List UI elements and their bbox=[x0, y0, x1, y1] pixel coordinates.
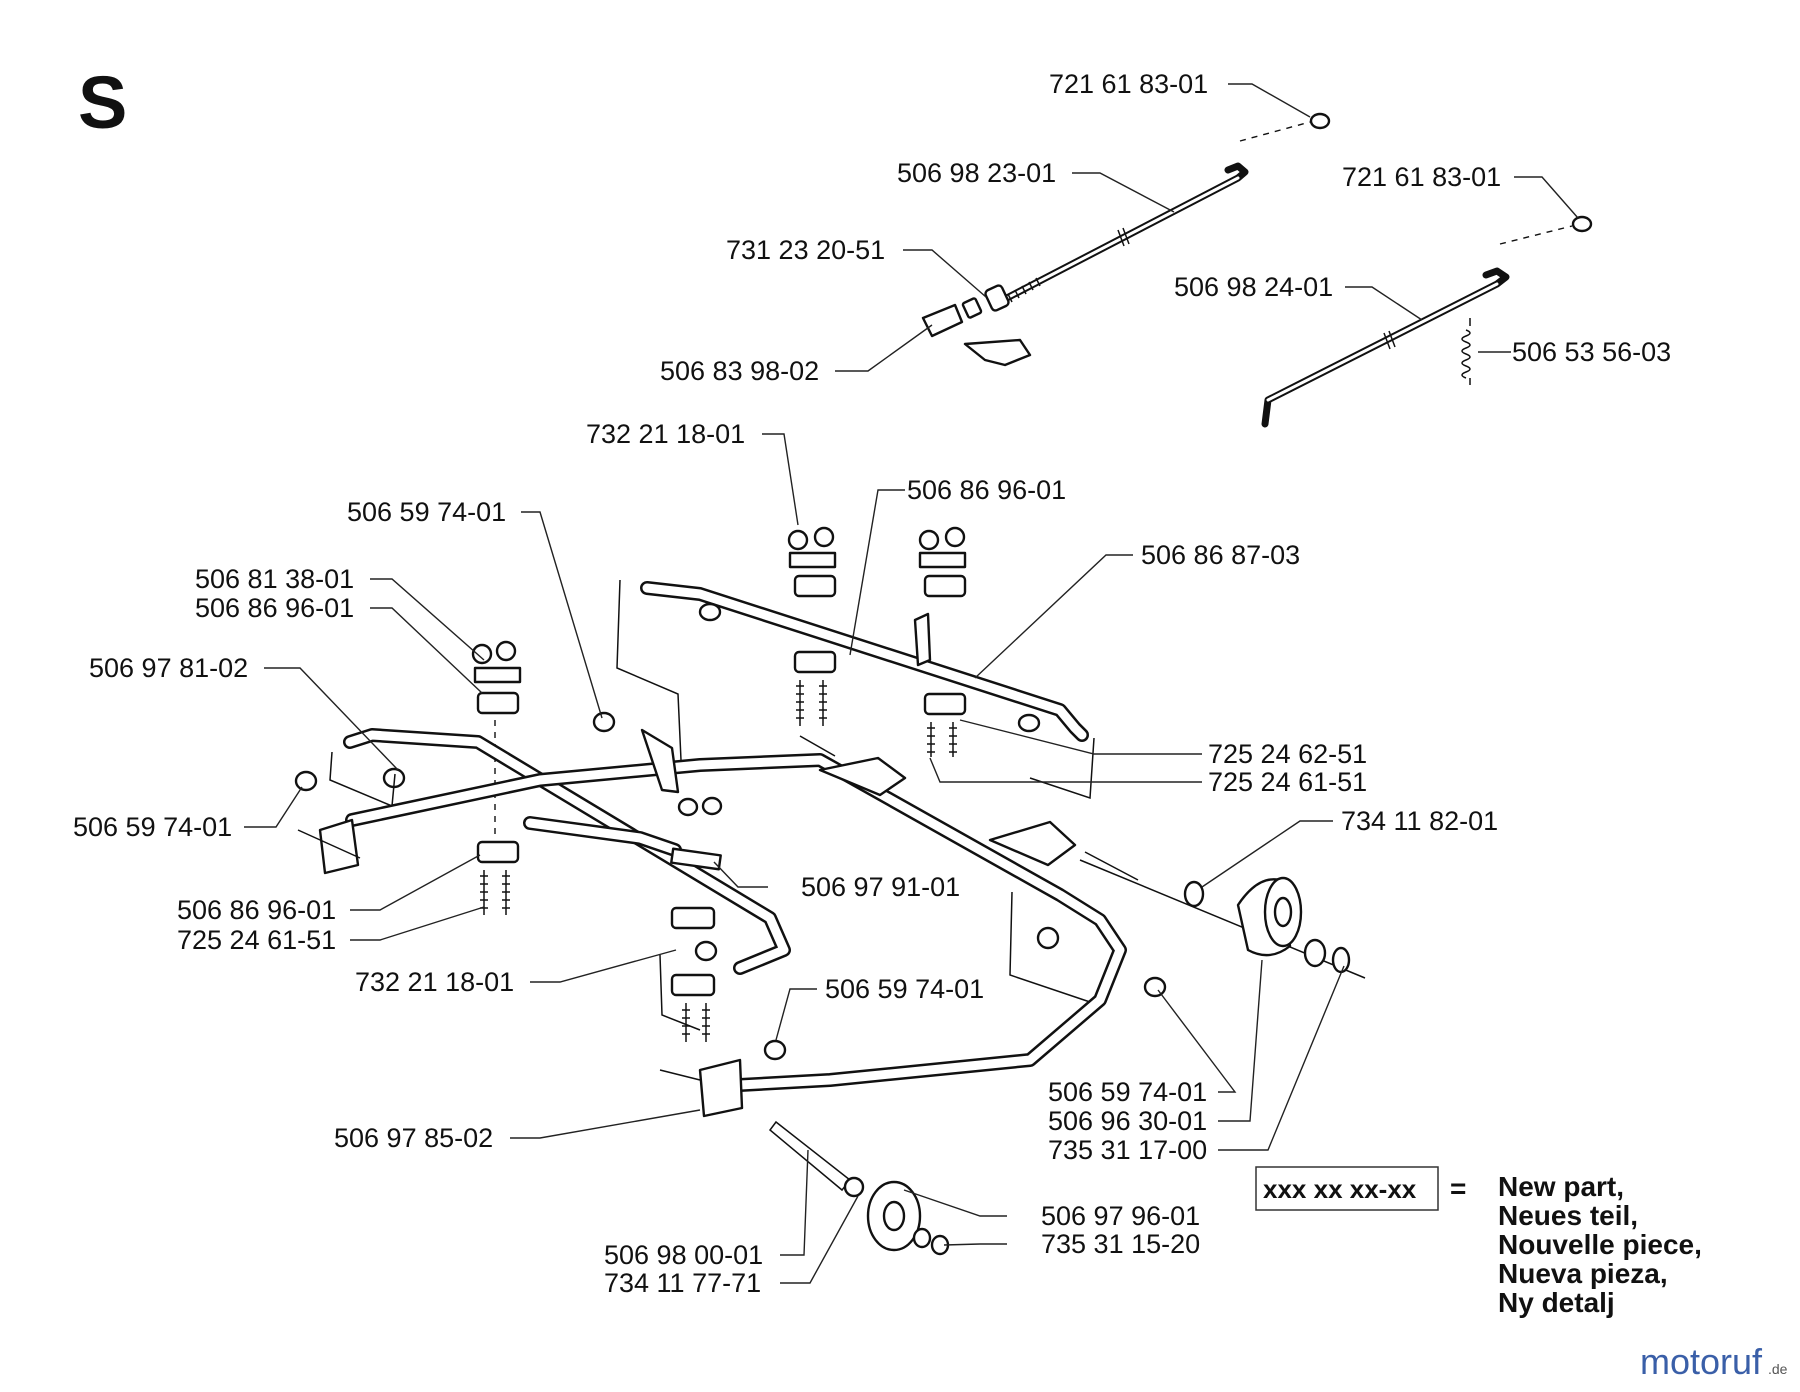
part-label: 721 61 83-01 bbox=[1342, 162, 1501, 192]
rear-lift-bar bbox=[616, 579, 1095, 800]
part-label: 506 53 56-03 bbox=[1512, 337, 1671, 367]
part-label: 506 59 74-01 bbox=[73, 812, 232, 842]
legend-line: Nouvelle piece, bbox=[1498, 1229, 1702, 1260]
roller-wheel-right bbox=[1079, 859, 1366, 979]
part-label: 506 96 30-01 bbox=[1048, 1106, 1207, 1136]
part-label: 735 31 17-00 bbox=[1048, 1135, 1207, 1165]
legend-code: xxx xx xx-xx bbox=[1263, 1174, 1417, 1204]
legend-line: Ny detalj bbox=[1498, 1287, 1615, 1318]
part-label: 506 86 96-01 bbox=[907, 475, 1066, 505]
clamp-stack-left bbox=[471, 640, 522, 915]
bolts-and-nuts bbox=[294, 711, 1167, 1061]
clamp-stack-right bbox=[918, 526, 967, 757]
part-label: 506 97 85-02 bbox=[334, 1123, 493, 1153]
legend-code-box bbox=[1255, 1166, 1439, 1211]
part-labels: 721 61 83-01 506 98 23-01 721 61 83-01 7… bbox=[73, 69, 1671, 1298]
part-label: 506 86 87-03 bbox=[1141, 540, 1300, 570]
watermark-suffix: .de bbox=[1768, 1361, 1788, 1377]
part-label: 725 24 61-51 bbox=[177, 925, 336, 955]
part-label: 506 81 38-01 bbox=[195, 564, 354, 594]
legend-equals: = bbox=[1450, 1173, 1466, 1204]
legend-line: Neues teil, bbox=[1498, 1200, 1638, 1231]
part-label: 506 98 23-01 bbox=[897, 158, 1056, 188]
part-label: 506 97 81-02 bbox=[89, 653, 248, 683]
leader-lines bbox=[244, 83, 1579, 1284]
part-label: 732 21 18-01 bbox=[355, 967, 514, 997]
section-letter: S bbox=[78, 61, 127, 144]
watermark-brand: motoruf bbox=[1640, 1341, 1763, 1382]
part-label: 731 23 20-51 bbox=[726, 235, 885, 265]
part-label: 506 83 98-02 bbox=[660, 356, 819, 386]
lift-rod-upper bbox=[921, 112, 1331, 367]
lift-rod-right bbox=[1261, 215, 1593, 428]
part-label: 725 24 62-51 bbox=[1208, 739, 1367, 769]
part-label: 506 86 96-01 bbox=[195, 593, 354, 623]
watermark-logo: motoruf .de bbox=[1640, 1341, 1788, 1382]
part-label: 506 97 91-01 bbox=[801, 872, 960, 902]
part-label: 506 86 96-01 bbox=[177, 895, 336, 925]
part-label: 734 11 77-71 bbox=[604, 1268, 761, 1298]
roller-wheel-front bbox=[768, 1120, 950, 1256]
part-label: 725 24 61-51 bbox=[1208, 767, 1367, 797]
parts-drawing bbox=[294, 112, 1593, 1256]
part-label: 734 11 82-01 bbox=[1341, 806, 1498, 836]
main-frame bbox=[297, 728, 1139, 1118]
part-label: 721 61 83-01 bbox=[1049, 69, 1208, 99]
part-label: 506 59 74-01 bbox=[1048, 1077, 1207, 1107]
part-label: 506 98 24-01 bbox=[1174, 272, 1333, 302]
part-label: 735 31 15-20 bbox=[1041, 1229, 1200, 1259]
part-label: 506 59 74-01 bbox=[825, 974, 984, 1004]
legend-line: New part, bbox=[1498, 1171, 1624, 1202]
new-part-legend: xxx xx xx-xx = New part, Neues teil, Nou… bbox=[1255, 1166, 1702, 1318]
part-label: 506 97 96-01 bbox=[1041, 1201, 1200, 1231]
part-label: 506 98 00-01 bbox=[604, 1240, 763, 1270]
legend-line: Nueva pieza, bbox=[1498, 1258, 1668, 1289]
part-label: 506 59 74-01 bbox=[347, 497, 506, 527]
part-label: 732 21 18-01 bbox=[586, 419, 745, 449]
clamp-stack-center bbox=[787, 526, 837, 726]
